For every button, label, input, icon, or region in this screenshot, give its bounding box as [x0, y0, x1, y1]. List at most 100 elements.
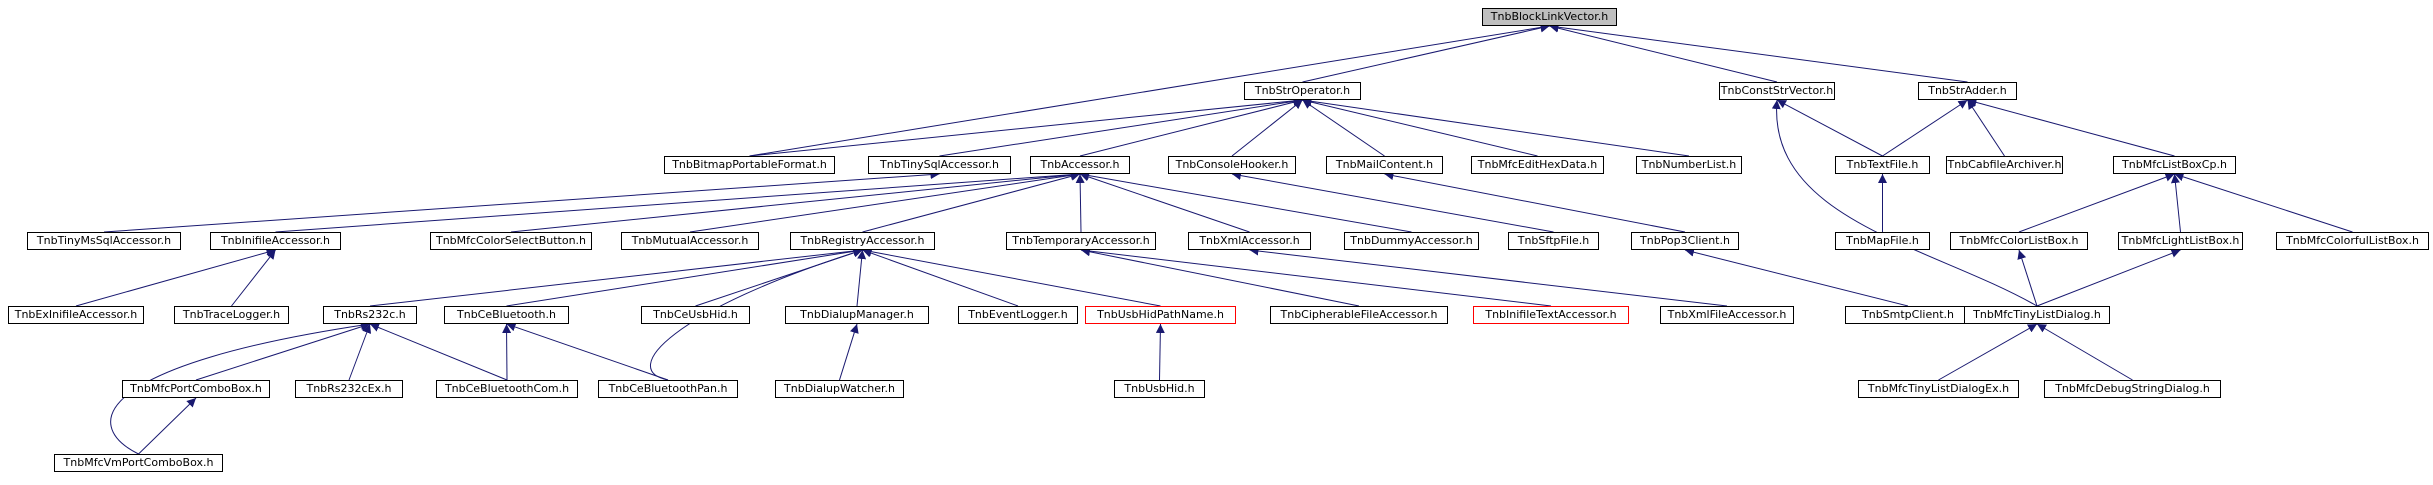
edge-textfile-to-stradd: [1882, 99, 1968, 157]
node-pop3[interactable]: TnbPop3Client.h: [1631, 232, 1739, 250]
edge-cstrv-to-root: [1549, 23, 1778, 83]
node-mfcdebug[interactable]: TnbMfcDebugStringDialog.h: [2044, 380, 2221, 398]
edge-mfchex-to-strop: [1302, 97, 1538, 157]
edge-mfcvmport-to-mfcport: [138, 397, 197, 455]
node-mfclightlb[interactable]: TnbMfcLightListBox.h: [2118, 232, 2243, 250]
edge-mutual-to-acc: [689, 170, 1081, 233]
node-ceusbhid[interactable]: TnbCeUsbHid.h: [641, 306, 750, 324]
node-reg[interactable]: TnbRegistryAccessor.h: [790, 232, 935, 250]
edge-stradd-to-root: [1549, 22, 1968, 83]
edge-acc-to-strop: [1079, 97, 1303, 157]
edge-mfccollb-to-mfclbcp: [2018, 172, 2175, 233]
edge-mfcdebug-to-mfctinylist: [2036, 323, 2133, 381]
node-tinysql[interactable]: TnbTinySqlAccessor.h: [868, 156, 1011, 174]
edge-cebt-to-reg: [506, 246, 863, 307]
edge-mfctinylist-to-cstrv: [1771, 99, 2038, 307]
edge-trace-to-ini: [231, 249, 276, 307]
node-dummy[interactable]: TnbDummyAccessor.h: [1344, 232, 1479, 250]
edge-xmlacc-to-acc: [1079, 172, 1250, 233]
edge-dialup-to-reg: [856, 249, 867, 307]
node-mfccollb[interactable]: TnbMfcColorListBox.h: [1950, 232, 2088, 250]
edge-smtp-to-pop3: [1684, 247, 1909, 307]
edge-strop-to-root: [1302, 23, 1550, 83]
edge-cebtpan-to-cebt: [506, 322, 669, 381]
node-colsel[interactable]: TnbMfcColorSelectButton.h: [430, 232, 592, 250]
edge-numlist-to-strop: [1302, 96, 1690, 157]
edge-cebtpan-to-reg: [650, 248, 863, 381]
edge-mfctinylist-to-mfccollb: [2017, 249, 2038, 307]
node-mutual[interactable]: TnbMutualAccessor.h: [621, 232, 759, 250]
edge-bmp-to-root: [749, 23, 1550, 157]
edge-cab-to-stradd: [1967, 99, 2005, 157]
node-mfcvmport[interactable]: TnbMfcVmPortComboBox.h: [54, 454, 223, 472]
edge-initext-to-temp: [1080, 246, 1552, 307]
edge-usbhid-to-usbhidpath: [1155, 323, 1165, 381]
node-root: TnbBlockLinkVector.h: [1482, 8, 1617, 26]
edge-cipher-to-temp: [1080, 247, 1360, 307]
node-evlog[interactable]: TnbEventLogger.h: [958, 306, 1078, 324]
node-xmlfile[interactable]: TnbXmlFileAccessor.h: [1660, 306, 1794, 324]
edge-textfile-to-cstrv: [1776, 99, 1883, 157]
node-tinyms[interactable]: TnbTinyMsSqlAccessor.h: [27, 232, 181, 250]
edge-rs232c-to-reg: [369, 246, 863, 307]
edge-mfclightlb-to-mfclbcp: [2170, 173, 2181, 233]
node-conhook[interactable]: TnbConsoleHooker.h: [1168, 156, 1296, 174]
edge-sftp-to-conhook: [1231, 171, 1554, 233]
node-mfcport[interactable]: TnbMfcPortComboBox.h: [122, 380, 270, 398]
node-cipher[interactable]: TnbCipherableFileAccessor.h: [1270, 306, 1448, 324]
node-mfccolfullb[interactable]: TnbMfcColorfulListBox.h: [2276, 232, 2429, 250]
edge-tinyms-to-tinysql: [103, 170, 940, 233]
edge-mfctinylist-to-mfclightlb: [2036, 249, 2181, 307]
node-xmlacc[interactable]: TnbXmlAccessor.h: [1188, 232, 1311, 250]
node-bmp[interactable]: TnbBitmapPortableFormat.h: [664, 156, 835, 174]
edge-bmp-to-strop: [749, 96, 1303, 157]
node-mfclbcp[interactable]: TnbMfcListBoxCp.h: [2113, 156, 2236, 174]
node-sftp[interactable]: TnbSftpFile.h: [1508, 232, 1599, 250]
node-dialwatch[interactable]: TnbDialupWatcher.h: [775, 380, 904, 398]
edge-mfcport-to-rs232c: [195, 322, 371, 381]
node-rs232c[interactable]: TnbRs232c.h: [323, 306, 417, 324]
node-usbhidpath[interactable]: TnbUsbHidPathName.h: [1085, 306, 1236, 324]
node-mfchex[interactable]: TnbMfcEditHexData.h: [1471, 156, 1604, 174]
edge-dialwatch-to-dialup: [839, 323, 859, 381]
node-textfile[interactable]: TnbTextFile.h: [1835, 156, 1930, 174]
node-mfctinylist[interactable]: TnbMfcTinyListDialog.h: [1964, 306, 2110, 324]
node-dialup[interactable]: TnbDialupManager.h: [785, 306, 929, 324]
edge-mfccolfullb-to-mfclbcp: [2174, 172, 2353, 233]
node-mapfile[interactable]: TnbMapFile.h: [1835, 232, 1930, 250]
edge-mfclbcp-to-stradd: [1967, 98, 2175, 157]
edge-xmlfile-to-xmlacc: [1249, 246, 1728, 307]
node-strop[interactable]: TnbStrOperator.h: [1244, 82, 1361, 100]
edge-exini-to-ini: [75, 248, 276, 307]
node-usbhid[interactable]: TnbUsbHid.h: [1114, 380, 1205, 398]
node-cstrv[interactable]: TnbConstStrVector.h: [1719, 82, 1835, 100]
node-mfctinylistex[interactable]: TnbMfcTinyListDialogEx.h: [1858, 380, 2019, 398]
node-ini[interactable]: TnbInifileAccessor.h: [210, 232, 341, 250]
node-cebt[interactable]: TnbCeBluetooth.h: [444, 306, 569, 324]
edge-cebtcom-to-cebt: [502, 323, 512, 381]
node-rs232cex[interactable]: TnbRs232cEx.h: [295, 380, 403, 398]
node-mail[interactable]: TnbMailContent.h: [1326, 156, 1443, 174]
edge-evlog-to-reg: [862, 248, 1019, 307]
node-cab[interactable]: TnbCabfileArchiver.h: [1946, 156, 2063, 174]
edge-ini-to-acc: [275, 170, 1081, 233]
edge-tinysql-to-strop: [939, 96, 1303, 157]
edge-mail-to-strop: [1302, 99, 1385, 157]
node-exini[interactable]: TnbExInifileAccessor.h: [8, 306, 144, 324]
edge-rs232cex-to-rs232c: [348, 323, 372, 381]
edge-dummy-to-acc: [1079, 171, 1412, 233]
edge-reg-to-acc: [862, 171, 1081, 233]
node-temp[interactable]: TnbTemporaryAccessor.h: [1006, 232, 1156, 250]
node-cebtcom[interactable]: TnbCeBluetoothCom.h: [436, 380, 578, 398]
node-trace[interactable]: TnbTraceLogger.h: [174, 306, 289, 324]
edge-usbhidpath-to-reg: [862, 247, 1161, 307]
edge-pop3-to-mail: [1384, 171, 1686, 233]
node-numlist[interactable]: TnbNumberList.h: [1636, 156, 1742, 174]
node-stradd[interactable]: TnbStrAdder.h: [1918, 82, 2017, 100]
node-cebtpan[interactable]: TnbCeBluetoothPan.h: [598, 380, 738, 398]
node-smtp[interactable]: TnbSmtpClient.h: [1845, 306, 1971, 324]
edge-conhook-to-strop: [1231, 99, 1303, 157]
node-initext[interactable]: TnbInifileTextAccessor.h: [1473, 306, 1629, 324]
node-acc[interactable]: TnbAccessor.h: [1030, 156, 1130, 174]
